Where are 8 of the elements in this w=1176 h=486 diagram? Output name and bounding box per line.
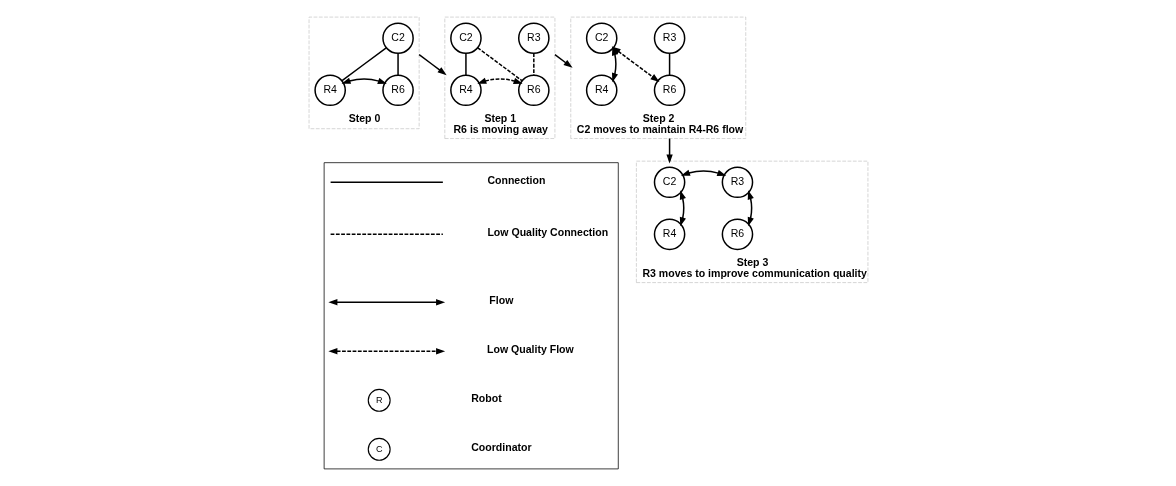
legend-label: Coordinator	[470, 441, 532, 454]
legend-label: Connection	[486, 174, 545, 187]
label: C	[375, 443, 382, 454]
legend-label: Flow	[488, 294, 513, 307]
legend-label: Low Quality Flow	[486, 343, 574, 356]
label: R	[375, 394, 382, 405]
legend-label: Low Quality Connection	[486, 226, 608, 239]
legend-label: Robot	[470, 392, 502, 405]
